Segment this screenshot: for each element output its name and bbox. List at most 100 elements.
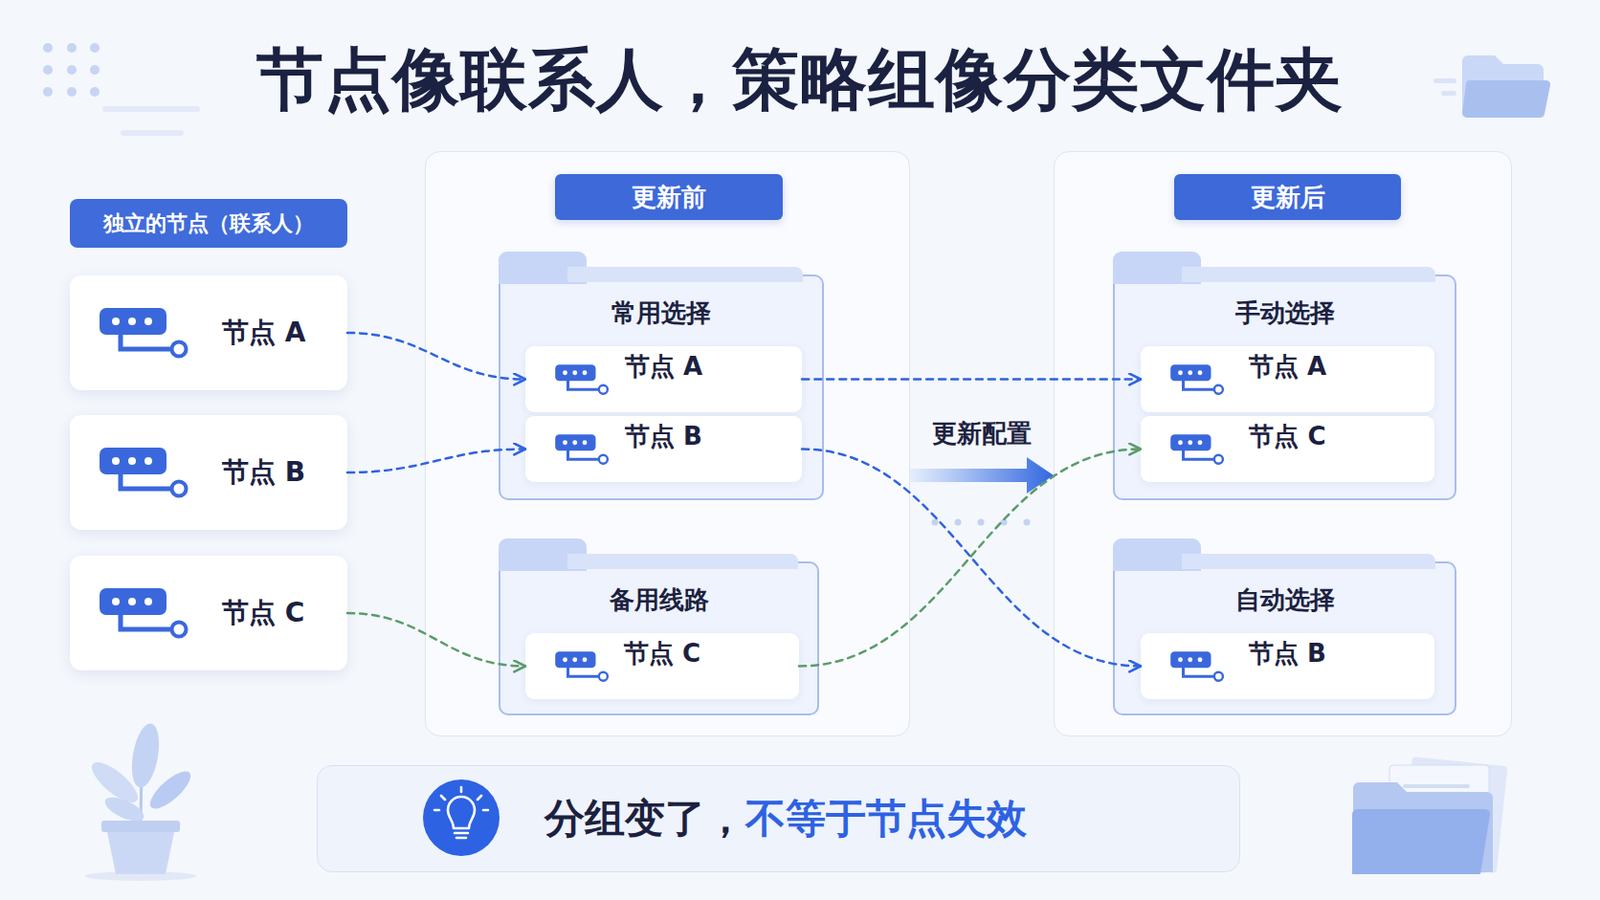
deco-dot — [977, 519, 985, 527]
icon-port — [172, 622, 187, 638]
stage-panel: 更新前常用选择节点 A 节点 B 备用线路节点 C — [424, 151, 911, 737]
icon-dot — [582, 440, 588, 445]
node-item: 节点 C — [1140, 416, 1435, 483]
icon-body — [1170, 364, 1211, 381]
pot-rim — [101, 821, 180, 833]
icon-dot — [1177, 440, 1183, 445]
bulb-rays — [434, 787, 489, 811]
icon-dot — [1198, 440, 1203, 445]
node-label: 节点 C — [525, 637, 800, 670]
grid-dot — [43, 65, 53, 75]
banner-text-part: 不等于节点失效 — [745, 795, 1027, 843]
bulb-icon — [422, 779, 500, 857]
policy-folder: 手动选择节点 A节点 C — [1112, 274, 1457, 501]
icon-body — [99, 308, 167, 335]
icon-wire — [1183, 380, 1214, 390]
icon-body — [1170, 434, 1211, 451]
icon-body — [555, 434, 596, 451]
dot-grid — [43, 43, 100, 97]
icon-dot — [562, 440, 568, 445]
node-item: 节点 A — [1140, 346, 1435, 413]
icon-wire — [120, 334, 171, 350]
icon-dot — [1187, 440, 1193, 445]
icon-dot — [144, 317, 153, 326]
icon-dot — [572, 657, 578, 663]
node-label: 节点 A — [525, 350, 802, 383]
icon-dot — [128, 457, 136, 466]
group-label-band: 独立的节点（联系人） — [69, 199, 348, 248]
folder-front — [1352, 809, 1490, 875]
deco-bar — [1433, 78, 1457, 84]
dashed-connector — [801, 377, 1141, 381]
icon-wire — [1183, 450, 1214, 460]
node-card: 节点 A — [69, 275, 348, 391]
icon-body — [1170, 651, 1211, 668]
icon-port — [599, 672, 608, 682]
node-item: 节点 B — [1140, 633, 1435, 700]
folder-title: 备用线路 — [500, 583, 818, 617]
node-icon — [97, 586, 190, 641]
folder-stack — [1352, 756, 1508, 875]
deco-dot — [932, 519, 939, 527]
icon-dot — [1187, 657, 1193, 663]
node-icon — [554, 363, 610, 397]
pot-body — [107, 832, 175, 875]
icon-dot — [562, 657, 568, 663]
policy-folder: 常用选择节点 A 节点 B — [498, 274, 824, 501]
icon-body — [99, 588, 167, 616]
dashed-connector — [347, 449, 526, 474]
panel-badge: 更新前 — [555, 174, 783, 221]
folder-title: 手动选择 — [1114, 296, 1455, 330]
grid-dot — [89, 43, 100, 53]
node-icon — [554, 433, 610, 467]
grid-dot — [89, 65, 100, 75]
node-item: 节点 A — [525, 346, 802, 413]
icon-dot — [128, 598, 136, 606]
icon-port — [172, 342, 187, 357]
node-icon — [97, 306, 190, 360]
folder-title: 常用选择 — [500, 296, 823, 330]
icon-dot — [1187, 370, 1193, 376]
icon-port — [172, 482, 187, 497]
icon-wire — [568, 450, 599, 460]
icon-dot — [1177, 657, 1183, 663]
node-item: 节点 B — [525, 416, 802, 483]
deco-dot — [955, 519, 962, 527]
bulb-glass — [447, 797, 475, 829]
bulb-circle — [422, 779, 500, 857]
icon-dot — [582, 370, 588, 376]
grid-dot — [89, 87, 100, 97]
dashed-connector — [801, 449, 1141, 667]
plant-leaf — [144, 766, 197, 816]
icon-wire — [568, 380, 599, 390]
takeaway-banner: 分组变了，不等于节点失效 — [316, 765, 1241, 873]
node-icon — [1169, 650, 1225, 684]
deco-bar — [120, 130, 184, 136]
icon-wire — [120, 474, 171, 489]
node-label: 节点 B — [1140, 637, 1435, 670]
icon-body — [99, 447, 167, 475]
icon-dot — [582, 657, 588, 663]
icon-port — [1214, 672, 1223, 682]
progress-dots — [932, 519, 1031, 527]
node-label: 节点 B — [222, 454, 306, 491]
icon-dot — [128, 317, 136, 326]
banner-text-part: 分组变了， — [544, 795, 746, 843]
icon-port — [599, 455, 608, 465]
icon-port — [1214, 385, 1223, 395]
node-card: 节点 B — [69, 415, 348, 531]
node-icon — [97, 445, 190, 500]
policy-folder: 自动选择节点 B — [1112, 561, 1457, 716]
deco-bar — [102, 106, 200, 112]
band-text: 独立的节点（联系人） — [103, 209, 314, 239]
deco-dot — [1000, 519, 1008, 527]
update-arrow — [910, 457, 1054, 494]
grid-dot — [66, 65, 77, 75]
icon-dot — [144, 598, 153, 606]
icon-dot — [1198, 657, 1203, 663]
folder-front — [1462, 80, 1551, 118]
node-card: 节点 C — [69, 555, 348, 671]
grid-dot — [43, 43, 53, 53]
paper-line — [1402, 784, 1470, 789]
